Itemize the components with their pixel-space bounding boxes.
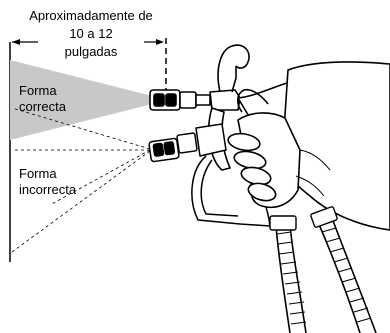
hose-fitting-icon (269, 206, 338, 231)
correct-label-line2: correcta (19, 99, 66, 114)
incorrect-spray-fan-icon (11, 107, 151, 253)
distance-label-line3: pulgadas (64, 44, 118, 59)
spray-fan-icon (10, 60, 152, 140)
incorrect-label-line2: incorrecta (19, 182, 77, 197)
incorrect-spray-gun-icon (148, 123, 271, 227)
correct-label-line1: Forma (19, 83, 57, 98)
hand-icon (227, 61, 390, 231)
incorrect-label-line1: Forma (19, 166, 57, 181)
distance-label-line1: Aproximadamente de (29, 8, 153, 23)
hose-wrap-pattern (276, 227, 372, 325)
distance-label-line2: 10 a 12 (69, 26, 113, 41)
dimension-arrow-icon (12, 39, 164, 45)
hose-icon (275, 217, 377, 333)
